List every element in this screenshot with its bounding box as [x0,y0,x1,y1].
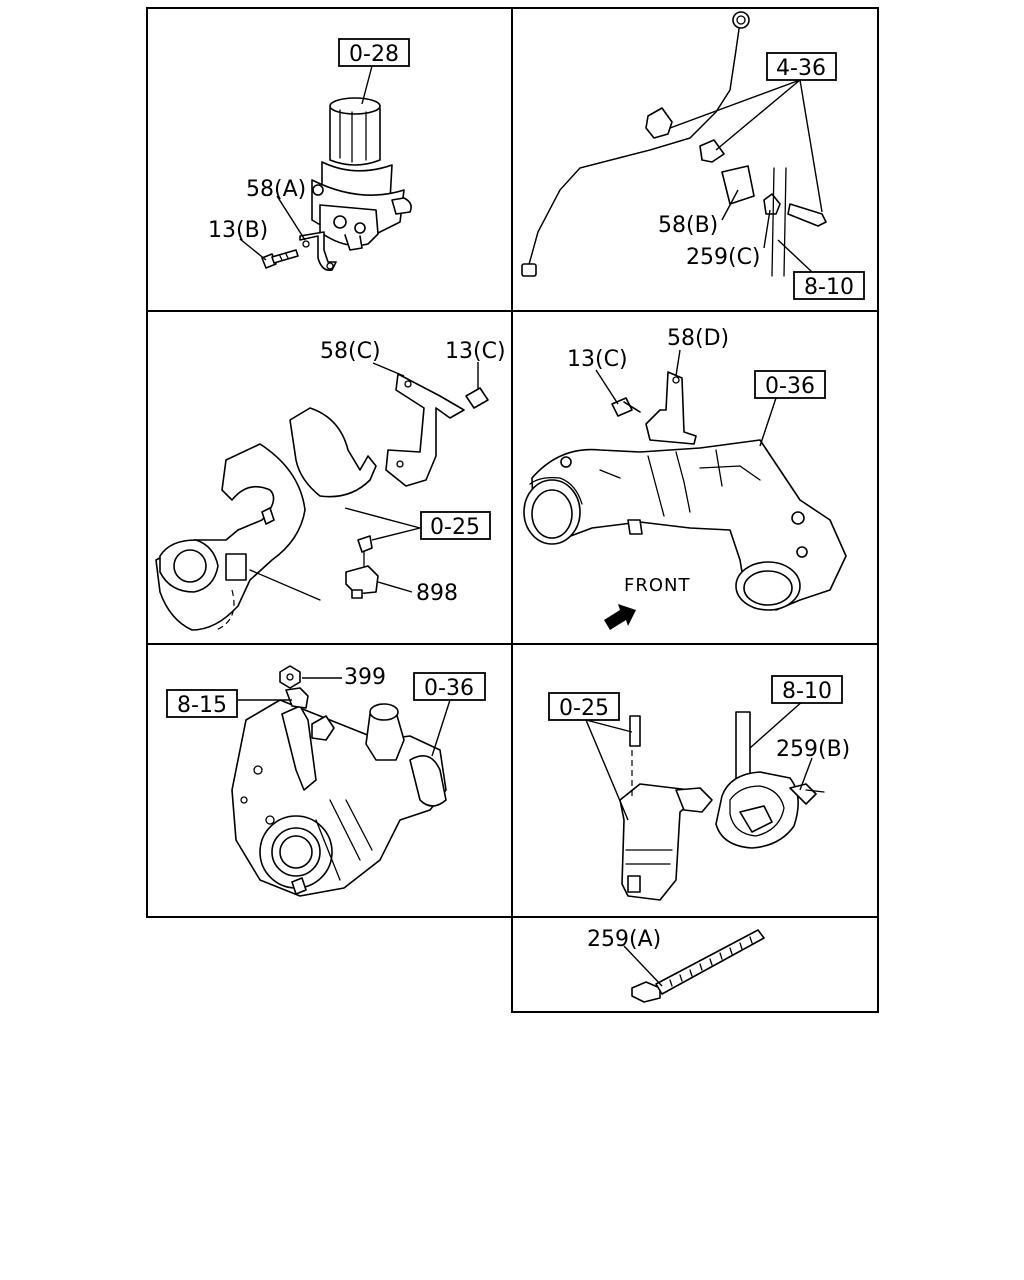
ref-box-0-28 [338,38,410,67]
panel-7-cable-tie: 259(A) [587,927,765,1003]
elbow-drawing [155,407,377,631]
intake-drawing [523,439,847,611]
ref-box-0-36-right [754,370,826,399]
panel-3-elbow: 58(C) 13(C) 0-25 898 [155,339,506,631]
front-label: FRONT [624,575,691,596]
label-13b: 13(B) [208,218,268,243]
cable-tie-drawing [631,929,765,1003]
bracket-58a [299,231,337,272]
label-58d: 58(D) [667,326,729,351]
panel-6-sensor: 0-25 8-10 259(B) [548,675,850,901]
bolt-13b [261,249,299,269]
ref-box-8-15 [166,689,238,718]
label-4-36: 4-36 [776,56,826,81]
label-0-36-left: 0-36 [424,676,474,701]
sensor-module-drawing [619,715,713,901]
ref-box-8-10-top [793,271,865,300]
panel-2-pipe: 4-36 58(B) 259(C) 8-10 [521,11,865,300]
label-259b: 259(B) [776,737,850,762]
turbo-drawing [231,699,447,897]
label-399: 399 [344,665,386,690]
bracket-58d [611,371,697,445]
label-8-15: 8-15 [177,693,227,718]
ref-box-8-10-bottom [771,675,843,704]
pump-drawing [311,97,412,251]
label-0-28: 0-28 [349,42,399,67]
label-8-10-bottom: 8-10 [782,679,832,704]
bolt-and-sensor-898 [345,535,379,599]
label-8-10-top: 8-10 [804,275,854,300]
label-898: 898 [416,581,458,606]
panel-5-turbo: 399 8-15 0-36 [166,665,486,897]
label-58c: 58(C) [320,339,381,364]
front-arrow [604,604,636,630]
ref-box-4-36 [766,52,837,81]
label-259c: 259(C) [686,245,761,270]
hose-and-housing [715,711,825,849]
panel-1-pump: 0-28 58(A) 13(B) [208,38,412,272]
ref-box-0-25-left [420,511,491,540]
label-0-25-right: 0-25 [559,696,609,721]
label-0-25-left: 0-25 [430,515,480,540]
panel-grid [146,7,879,1013]
bracket-58c [385,373,489,487]
pipe-drawing [521,11,750,277]
label-58b: 58(B) [658,213,718,238]
ref-box-0-36-left [413,672,486,701]
panel-4-intake: 13(C) 58(D) 0-36 FRONT [523,326,847,630]
ref-box-0-25-right [548,692,620,721]
label-0-36-right: 0-36 [765,374,815,399]
nut-399 [279,665,309,709]
label-259a: 259(A) [587,927,661,952]
label-58a: 58(A) [246,177,306,202]
label-13c-right: 13(C) [567,347,628,372]
clamps-4-36 [645,107,827,277]
label-13c-left: 13(C) [445,339,506,364]
